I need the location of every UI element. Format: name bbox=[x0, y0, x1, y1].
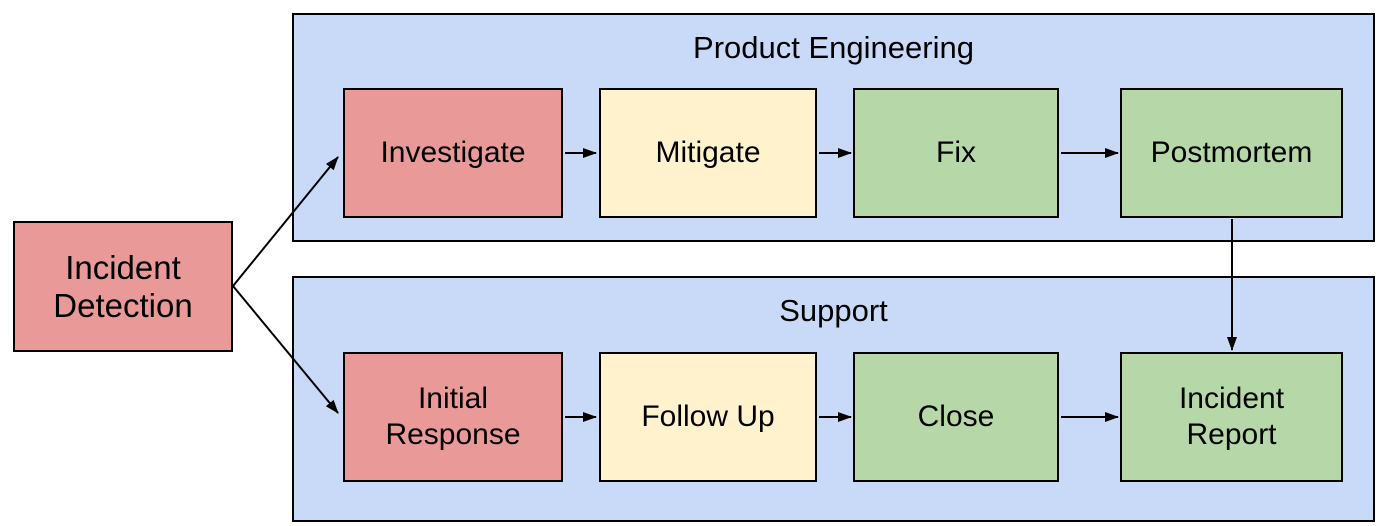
lane-product-engineering: Product Engineering Investigate Mitigate… bbox=[292, 13, 1375, 242]
node-mitigate: Mitigate bbox=[599, 88, 817, 218]
node-incident-detection: Incident Detection bbox=[13, 221, 233, 352]
node-initial-response: Initial Response bbox=[343, 352, 563, 482]
lane-product-engineering-title: Product Engineering bbox=[693, 30, 974, 65]
node-postmortem-label: Postmortem bbox=[1150, 136, 1313, 169]
node-close-label: Close bbox=[917, 400, 995, 433]
node-incident-report-label: Incident Report bbox=[1178, 382, 1285, 451]
node-investigate-label: Investigate bbox=[380, 136, 526, 169]
node-follow-up-label: Follow Up bbox=[641, 400, 775, 433]
node-incident-report: Incident Report bbox=[1120, 352, 1343, 482]
node-fix: Fix bbox=[853, 88, 1059, 218]
node-mitigate-label: Mitigate bbox=[655, 136, 761, 169]
node-follow-up: Follow Up bbox=[599, 352, 817, 482]
node-initial-response-label: Initial Response bbox=[385, 382, 521, 451]
node-investigate: Investigate bbox=[343, 88, 563, 218]
lane-support: Support Initial Response Follow Up Close… bbox=[292, 276, 1375, 522]
lane-support-title: Support bbox=[779, 293, 888, 328]
node-fix-label: Fix bbox=[936, 136, 976, 169]
node-close: Close bbox=[853, 352, 1059, 482]
node-incident-detection-label: Incident Detection bbox=[53, 248, 193, 324]
node-postmortem: Postmortem bbox=[1120, 88, 1343, 218]
